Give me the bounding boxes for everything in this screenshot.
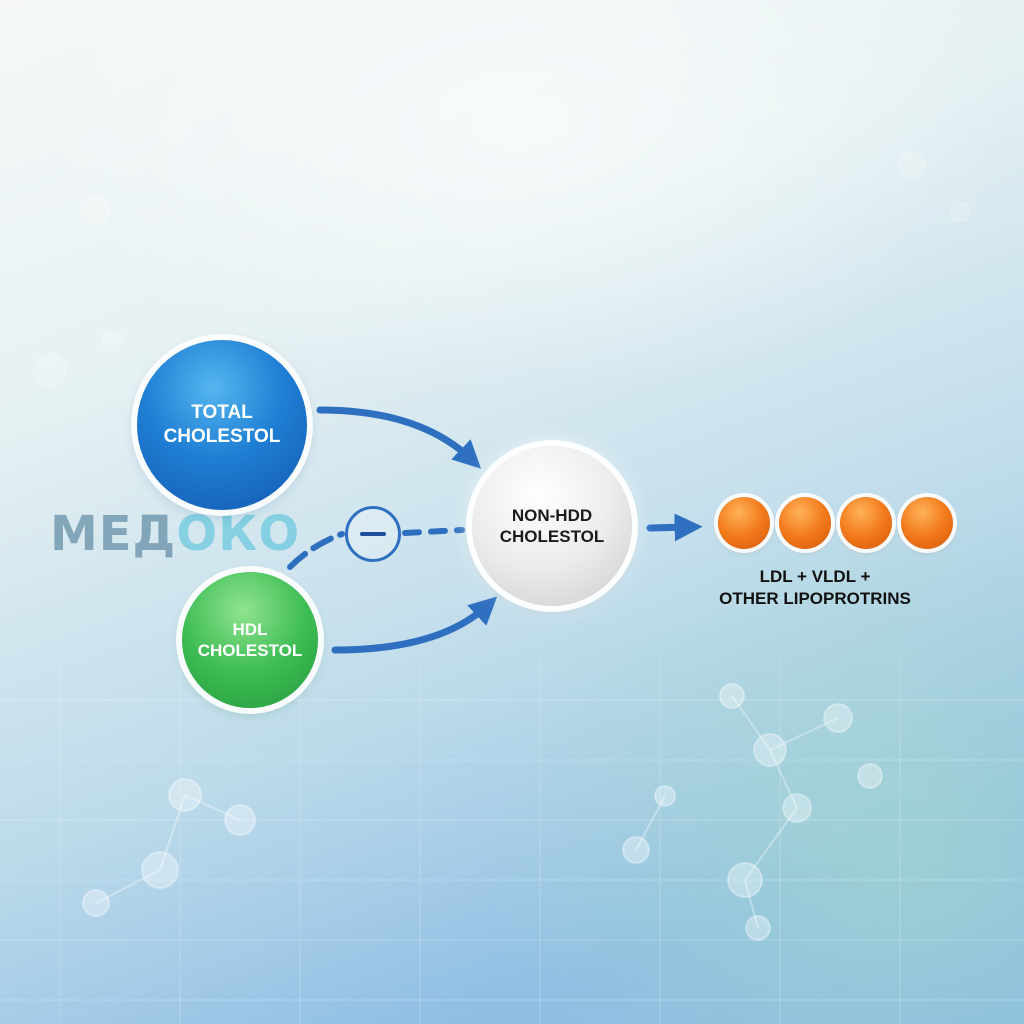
dashed-subtract-line-left <box>287 531 345 570</box>
lipoprotein-particle <box>718 497 770 549</box>
minus-bar <box>360 532 386 536</box>
dashed-subtract-line-right <box>402 527 465 536</box>
total-cholesterol-label: TOTAL CHOLESTOL <box>163 402 281 447</box>
minus-icon <box>345 506 401 562</box>
lipoprotein-particle <box>901 497 953 549</box>
arrow-nonhdl-to-lipoproteins <box>646 513 703 542</box>
arrow-total-to-nonhdl <box>316 406 482 469</box>
watermark-text-part2: ОКО <box>176 506 301 562</box>
background-grid <box>0 660 1024 1024</box>
watermark-logo: МЕДОКО <box>50 506 300 562</box>
hdl-cholesterol-label: HDL CHOLESTOL <box>197 619 303 660</box>
lipoprotein-particle <box>779 497 831 549</box>
lipoproteins-label: LDL + VLDL + OTHER LIPOPROTRINS <box>719 567 911 609</box>
watermark-text-part1: МЕД <box>50 506 177 562</box>
arrow-hdl-to-nonhdl <box>331 596 498 654</box>
total-cholesterol-node: TOTAL CHOLESTOL <box>137 340 307 510</box>
non-hdl-cholesterol-label: NON-HDD CHOLESTOL <box>499 505 605 546</box>
lipoprotein-particle <box>840 497 892 549</box>
non-hdl-cholesterol-node: NON-HDD CHOLESTOL <box>472 446 632 606</box>
hdl-cholesterol-node: HDL CHOLESTOL <box>182 572 318 708</box>
molecule-decoration <box>33 118 971 941</box>
